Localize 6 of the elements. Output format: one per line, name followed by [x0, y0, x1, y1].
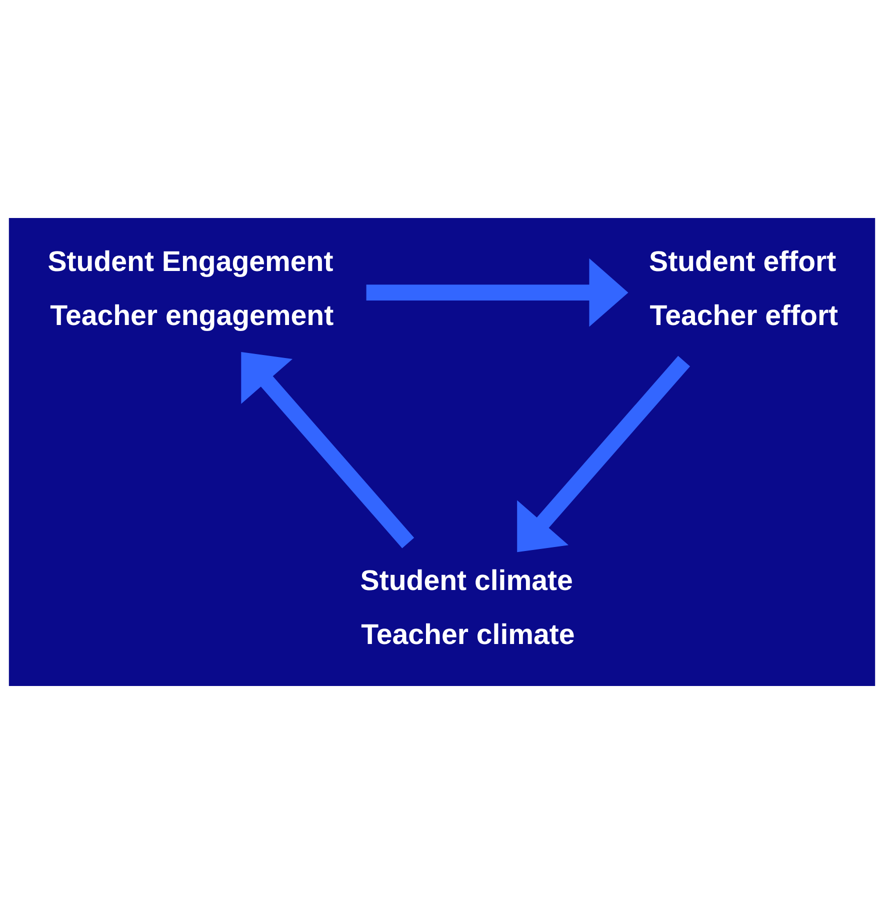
arrow — [241, 352, 414, 548]
arrow — [366, 258, 628, 327]
node-text: Student climate Teacher climate — [360, 564, 575, 651]
node-text: Student Engagement Teacher engagement — [48, 246, 334, 332]
arrow — [517, 356, 690, 552]
node-text: Student effort Teacher effort — [649, 246, 838, 332]
